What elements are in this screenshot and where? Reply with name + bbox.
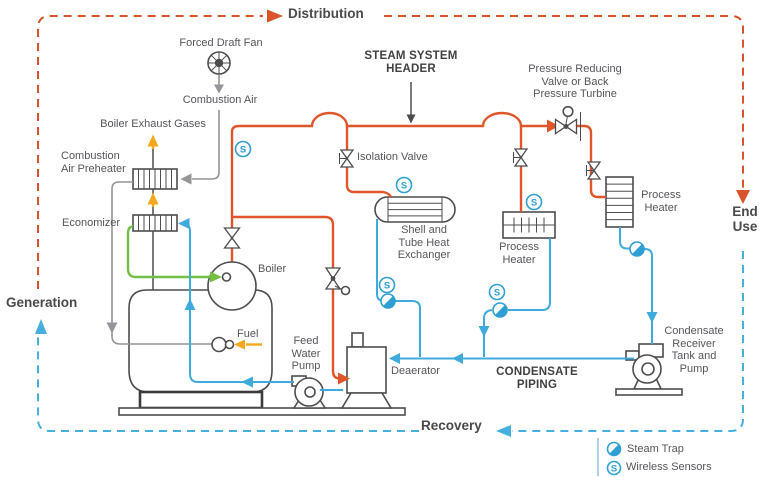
legend-wireless-sensor-icon: S: [606, 460, 622, 476]
wireless-sensor-icon: S: [488, 283, 506, 301]
combustion-air-preheater-icon: [132, 168, 178, 190]
distribution-dashed-border: [37, 9, 750, 289]
deaerator-icon: [340, 332, 393, 409]
deaerator-steam-arrow-icon: [338, 372, 350, 385]
isolation-valve-label: Isolation Valve: [357, 151, 428, 163]
combustion-air-preheater-label: Combustion Air Preheater: [61, 150, 126, 175]
pressure-reducing-valve-icon: [554, 105, 581, 141]
fuel-line: [234, 339, 262, 350]
isolation-valve-icon: [339, 149, 355, 168]
svg-text:S: S: [384, 281, 390, 292]
generation-arrow-icon: [35, 319, 47, 334]
wireless-sensor-icon: S: [525, 193, 543, 211]
process-heater-2-label: Process Heater: [641, 189, 681, 214]
boiler-icon: [207, 261, 257, 311]
boiler-label: Boiler: [258, 263, 287, 275]
stage-label-distribution: Distribution: [288, 6, 364, 21]
legend-steam-trap-label: Steam Trap: [627, 443, 684, 455]
combustion-air-line: [106, 75, 224, 345]
stage-label-recovery: Recovery: [421, 418, 482, 433]
header-pointer-line: [406, 82, 416, 124]
feed-water-pump-label: Feed Water Pump: [291, 335, 321, 373]
steam-system-header-label: STEAM SYSTEM HEADER: [364, 50, 458, 76]
burner-icon: [211, 336, 235, 353]
forced-draft-fan-label: Forced Draft Fan: [179, 37, 263, 49]
process-heater-2-valve-icon: [586, 161, 602, 180]
svg-text:S: S: [240, 145, 246, 156]
deaerator-label: Deaerator: [391, 365, 440, 377]
steam-trap-icon: [629, 241, 645, 257]
condensate-lines: [178, 218, 658, 391]
process-heater-1-valve-icon: [513, 148, 529, 167]
flue-arrow-icon: [147, 192, 159, 205]
forced-draft-fan-icon: [207, 51, 231, 75]
boiler-nozzle-icon: [221, 272, 232, 282]
flue-gas-line: [147, 134, 159, 290]
condensate-receiver-pump-icon: [615, 343, 683, 396]
svg-text:S: S: [401, 181, 407, 192]
economizer-label: Economizer: [62, 217, 121, 229]
wireless-sensor-icon: S: [378, 276, 396, 294]
shell-and-tube-label: Shell and Tube Heat Exchanger: [397, 224, 451, 262]
condensate-receiver-label: Condensate Receiver Tank and Pump: [664, 325, 724, 375]
legend-steam-trap-icon: [606, 441, 622, 457]
wireless-sensor-icon: S: [234, 140, 252, 158]
feedwater-green-line: [126, 224, 232, 283]
process-heater-1-icon: [502, 211, 556, 239]
svg-text:S: S: [494, 288, 500, 299]
process-heater-2-icon: [605, 176, 634, 228]
legend: S: [597, 438, 622, 476]
economizer-icon: [132, 214, 178, 232]
recovery-dashed-border: [35, 251, 744, 437]
shell-and-tube-heat-exchanger-icon: [374, 196, 456, 223]
steam-trap-icon: [380, 293, 396, 309]
steam-flow-arrow-icon: [547, 119, 559, 133]
boiler-baseplate: [118, 407, 406, 416]
svg-text:S: S: [531, 198, 537, 209]
legend-wireless-sensors-label: Wireless Sensors: [626, 461, 712, 473]
svg-text:S: S: [611, 464, 617, 475]
boiler-outlet-valve-icon: [223, 227, 241, 249]
recovery-arrow-icon: [496, 425, 511, 437]
exhaust-arrow-icon: [147, 134, 159, 147]
combustion-air-label: Combustion Air: [182, 94, 258, 106]
pressure-reducing-valve-label: Pressure Reducing Valve or Back Pressure…: [528, 63, 622, 101]
process-heater-1-label: Process Heater: [499, 241, 539, 266]
deaerator-control-valve-icon: [324, 267, 351, 296]
fuel-label: Fuel: [237, 328, 259, 340]
end-use-arrow-icon: [736, 190, 750, 204]
feed-water-pump-icon: [291, 375, 327, 409]
stage-label-generation: Generation: [6, 295, 78, 310]
steam-trap-icon: [492, 302, 508, 318]
condensate-piping-label: CONDENSATE PIPING: [496, 366, 578, 392]
stage-label-end-use: End Use: [732, 204, 758, 234]
boiler-exhaust-gases-label: Boiler Exhaust Gases: [100, 118, 206, 130]
steam-lines: [230, 111, 606, 385]
wireless-sensor-icon: S: [395, 176, 413, 194]
distribution-arrow-icon: [267, 9, 283, 23]
